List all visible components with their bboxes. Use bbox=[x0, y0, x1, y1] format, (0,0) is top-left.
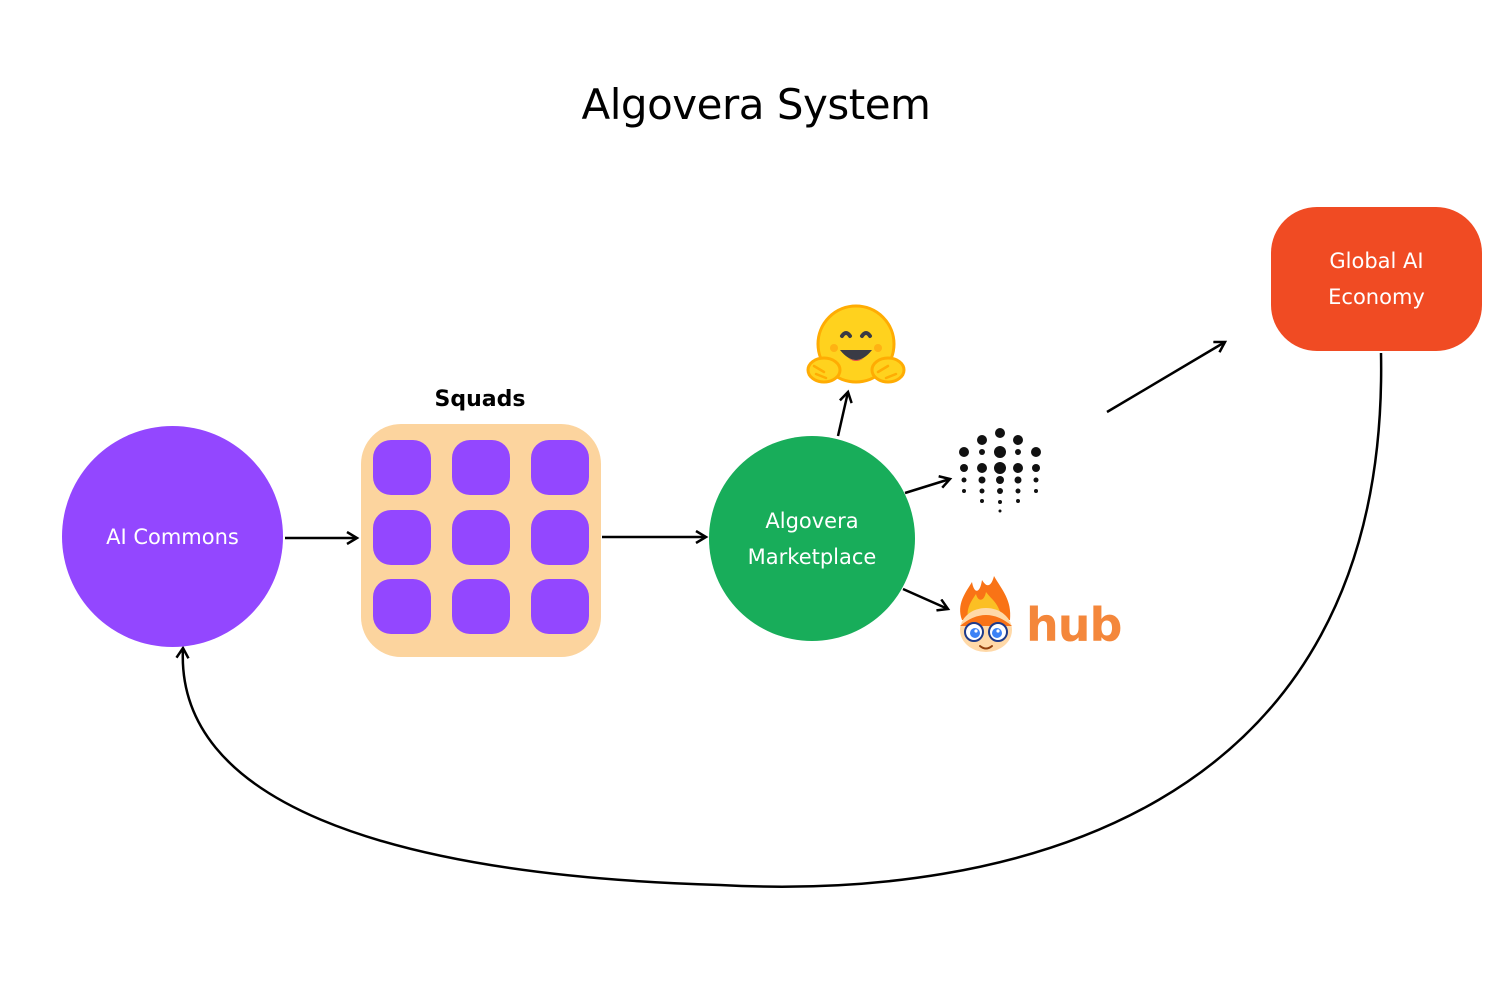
global-ai-economy-node: Global AI Economy bbox=[1271, 207, 1482, 351]
page-title: Algovera System bbox=[581, 80, 931, 129]
squad-tile bbox=[452, 440, 510, 495]
fire-mascot-icon bbox=[960, 576, 1012, 652]
squad-tile bbox=[373, 440, 431, 495]
squad-tile bbox=[531, 440, 589, 495]
dots-logo-icon bbox=[959, 428, 1041, 513]
arrow-marketplace-to-dots bbox=[904, 479, 950, 495]
squad-tile bbox=[531, 579, 589, 634]
hugging-face-icon bbox=[806, 304, 906, 384]
squads-grid bbox=[361, 424, 601, 657]
ai-commons-node: AI Commons bbox=[62, 426, 283, 647]
arrow-marketplace-to-hub bbox=[902, 587, 948, 609]
arrow-economy-to-commons bbox=[183, 352, 1383, 888]
squad-tile bbox=[531, 510, 589, 565]
squad-tile bbox=[452, 579, 510, 634]
algovera-marketplace-node: Algovera Marketplace bbox=[709, 436, 915, 641]
squads-label: Squads bbox=[434, 387, 526, 412]
arrow-to-global-economy bbox=[1106, 342, 1225, 414]
squad-tile bbox=[373, 510, 431, 565]
squad-tile bbox=[452, 510, 510, 565]
arrow-marketplace-to-huggingface bbox=[836, 392, 848, 437]
squad-tile bbox=[373, 579, 431, 634]
hub-wordmark: hub bbox=[1026, 598, 1122, 652]
